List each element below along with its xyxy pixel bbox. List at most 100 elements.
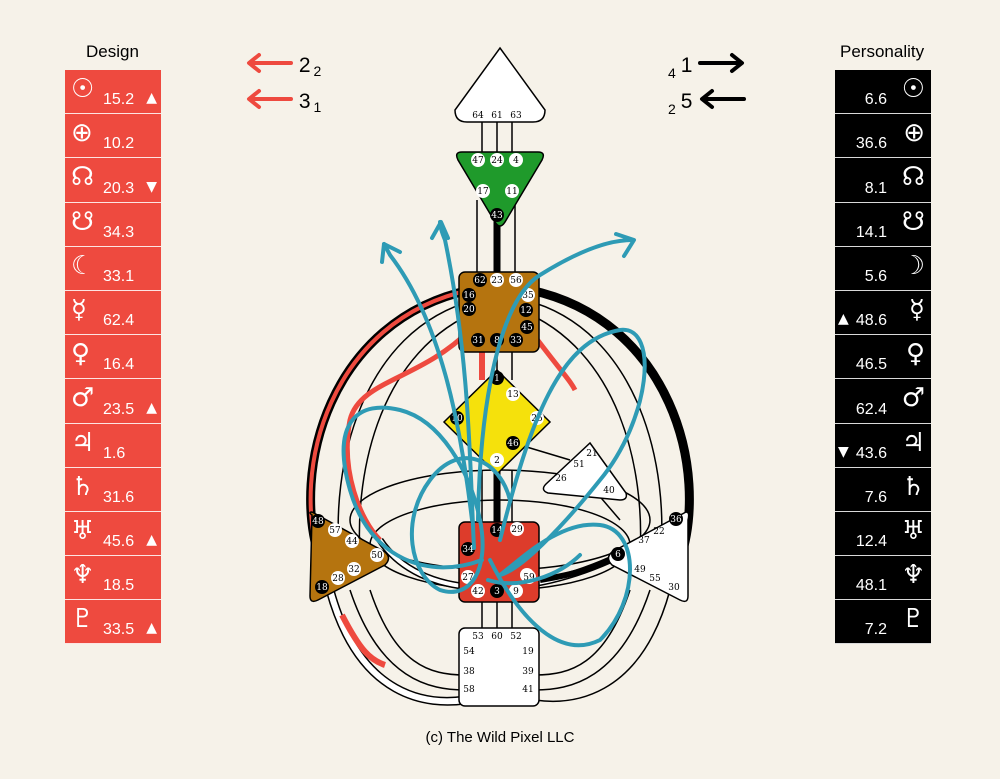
gate-3: 3 (494, 587, 500, 597)
design-variable-value: 2 (298, 54, 311, 77)
gate-62: 62 (474, 276, 485, 286)
gate-46: 46 (507, 439, 519, 449)
design-row: ☊20.3▼ (65, 158, 161, 203)
gate-17: 17 (477, 187, 489, 197)
gate-60: 60 (491, 632, 503, 642)
gate-61: 61 (491, 111, 502, 121)
saturn-icon: ♄ (901, 471, 925, 502)
pluto-icon: ♇ (901, 604, 925, 635)
design-row: ☋ 34.3 (65, 202, 161, 247)
gate-circle (510, 522, 524, 536)
gate-23: 23 (491, 276, 503, 286)
gate-47: 47 (472, 156, 484, 166)
gate-circle (506, 436, 520, 450)
gate-33: 33 (510, 336, 522, 346)
gate-11: 11 (506, 187, 517, 197)
gate-19: 19 (522, 647, 534, 657)
south-node-icon: ☋ (71, 206, 95, 237)
gate-circle (311, 514, 325, 528)
gate-53: 53 (472, 632, 484, 642)
exalted-triangle-icon: ▲ (146, 90, 157, 107)
planet-value: 33.1 (103, 267, 135, 285)
gate-13: 13 (507, 390, 519, 400)
gate-21: 21 (586, 449, 597, 459)
root-center (458, 627, 540, 707)
gate-42: 42 (472, 587, 483, 597)
gate-55: 55 (649, 574, 661, 584)
gate-circle (490, 273, 504, 287)
planet-value: 20.3 (103, 179, 135, 197)
sun-icon: ☉ (71, 74, 95, 104)
exalted-triangle-icon: ▲ (146, 532, 157, 549)
detriment-triangle-icon: ▼ (146, 178, 157, 195)
gate-32: 32 (348, 565, 359, 575)
design-title: Design (86, 42, 139, 61)
personality-row: ♀46.5 (835, 335, 931, 380)
gate-circle (328, 523, 342, 537)
venus-icon: ♀ (71, 339, 91, 370)
personality-row: ♅12.4 (835, 511, 931, 557)
gate-43: 43 (491, 211, 503, 221)
gate-circle (509, 584, 523, 598)
north-node-icon: ☊ (901, 162, 925, 193)
gate-38: 38 (463, 667, 475, 677)
planet-value: 43.6 (855, 444, 887, 462)
gate-56: 56 (510, 276, 522, 286)
right-arrow-icon (698, 53, 745, 73)
gate-20: 20 (463, 305, 475, 315)
gate-circle (520, 320, 534, 334)
saturn-icon: ♄ (71, 471, 95, 502)
left-arrow-icon (700, 89, 747, 109)
gate-54: 54 (463, 647, 475, 657)
gate-8: 8 (494, 336, 500, 346)
personality-row: ⊕36.6 (835, 114, 931, 159)
uranus-icon: ♅ (71, 515, 95, 546)
planet-value: 8.1 (864, 179, 887, 197)
planet-value: 34.3 (103, 223, 135, 241)
design-row: ☾ 33.1 (65, 246, 161, 291)
gate-24: 24 (491, 156, 503, 166)
gate-51: 51 (573, 460, 584, 470)
design-planet-column: ☉15.2▲⊕10.2☊20.3▼☋34.3☾33.1☿62.4♀16.4♂23… (65, 70, 161, 645)
design-row: ☉15.2▲ (65, 70, 161, 115)
gate-circle (505, 184, 519, 198)
pluto-icon: ♇ (71, 604, 95, 635)
copyright-text: (c) The Wild Pixel LLC (425, 729, 575, 746)
gate-circle (519, 303, 533, 317)
personality-row: ☽5.6 (835, 246, 931, 291)
earth-icon: ⊕ (71, 118, 93, 149)
gate-48: 48 (312, 517, 324, 527)
gate-27: 27 (462, 573, 474, 583)
gate-6: 6 (615, 550, 621, 560)
gate-circle (490, 208, 504, 222)
design-row: ♅45.6▲ (65, 511, 161, 557)
planet-value: 36.6 (855, 135, 887, 153)
gate-63: 63 (510, 111, 522, 121)
personality-row: ♃43.6▼ (835, 423, 931, 468)
personality-row: ☿48.6▲ (835, 290, 931, 336)
design-row: ♃1.6 (65, 423, 161, 468)
gate-34: 34 (462, 545, 474, 555)
personality-row: ♆48.1 (835, 556, 931, 601)
gate-circle (462, 302, 476, 316)
gate-2: 2 (494, 456, 500, 466)
planet-value: 14.1 (855, 223, 887, 241)
venus-icon: ♀ (905, 339, 925, 370)
personality-variable-value: 5 (680, 90, 693, 113)
gate-37: 37 (638, 536, 650, 546)
gate-circle (476, 184, 490, 198)
moon-icon: ☾ (71, 250, 95, 281)
gate-circle (669, 512, 683, 526)
gate-circle (473, 273, 487, 287)
exalted-triangle-icon: ▲ (838, 311, 849, 328)
gate-49: 49 (634, 565, 646, 575)
planet-value: 23.5 (103, 400, 135, 418)
design-variable-sub: 2 (313, 63, 322, 79)
gate-35: 35 (522, 291, 534, 301)
gate-circle (506, 387, 520, 401)
gate-52: 52 (510, 632, 521, 642)
design-row: ⊕10.2 (65, 114, 161, 159)
exalted-triangle-icon: ▲ (146, 620, 157, 637)
